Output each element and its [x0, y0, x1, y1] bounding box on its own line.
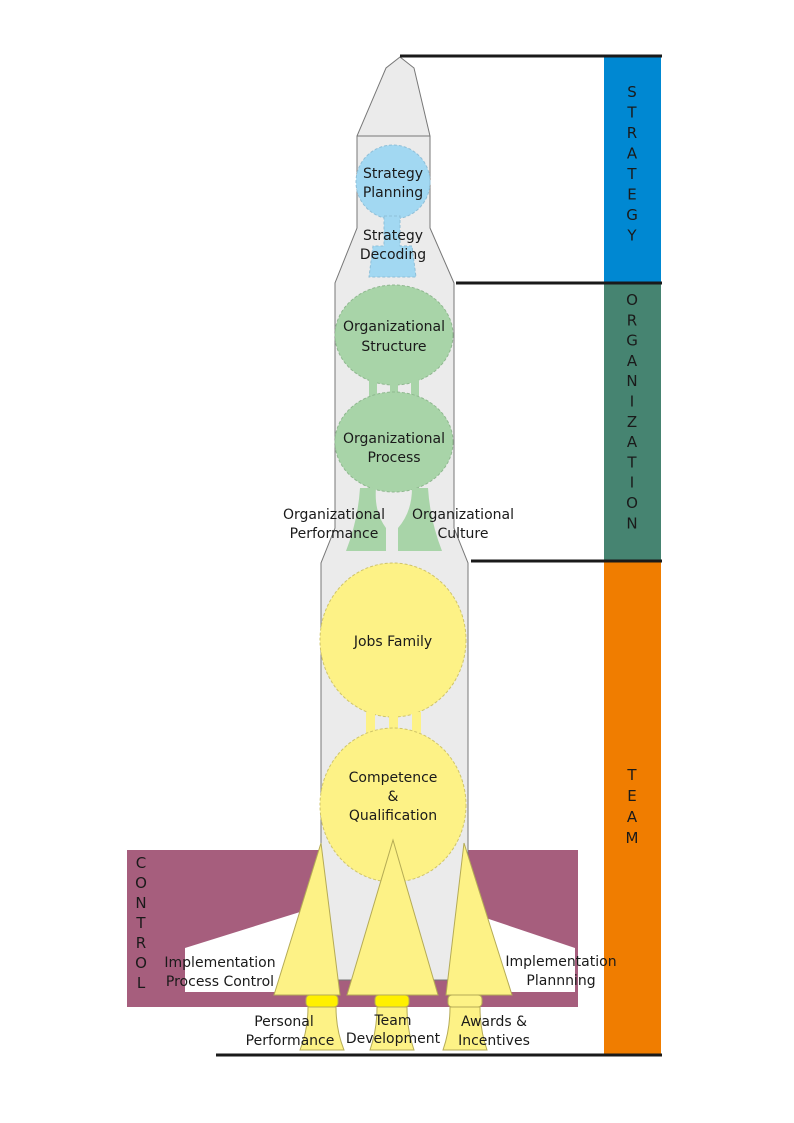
strategy-bar-label-letter: E: [627, 186, 636, 204]
strategy-bar-label-letter: T: [626, 165, 637, 183]
booster-left: [273, 842, 341, 996]
organizational-structure-label-1: Organizational: [343, 319, 445, 335]
organizational-process-label-1: Organizational: [343, 431, 445, 447]
team-development-label-1: Team: [373, 1013, 411, 1029]
jobs-family-label: Jobs Family: [353, 634, 432, 650]
competence-label-2: &: [388, 789, 399, 805]
strategy-bar-label-letter: T: [626, 104, 637, 122]
organizational-structure-label-2: Structure: [361, 339, 426, 355]
organization-bar: [604, 283, 661, 561]
organization-bar-label-letter: N: [626, 514, 637, 532]
strategy-decoding-label-2: Decoding: [360, 247, 426, 263]
strategy-planning-node: [355, 144, 431, 220]
personal-performance-label-2: Performance: [246, 1033, 335, 1049]
nozzle-neck-right: [447, 994, 483, 1008]
competence-label-1: Competence: [349, 770, 438, 786]
organizational-culture-node: [398, 488, 442, 551]
organizational-performance-node: [346, 488, 386, 551]
control-band-label-letter: C: [136, 854, 146, 872]
structure-connector-right: [411, 380, 419, 400]
organization-bar-label-letter: O: [626, 291, 638, 309]
team-bar-label-letter: T: [626, 766, 637, 784]
team-bar-label-letter: A: [627, 808, 638, 826]
team-bar: [604, 561, 661, 1056]
organization-bar-label-letter: I: [630, 474, 634, 492]
organizational-performance-label-2: Performance: [290, 526, 379, 542]
organization-bar-label-letter: I: [630, 393, 634, 411]
implementation-planning-label-2: Plannning: [526, 973, 595, 989]
organization-bar-label-letter: A: [627, 433, 638, 451]
strategy-bar-label-letter: S: [627, 83, 637, 101]
nozzle-bell-left: [299, 1006, 345, 1051]
strategy-bar-label-letter: G: [626, 206, 638, 224]
implementation-process-control-label-1: Implementation: [164, 955, 275, 971]
strategy-bar-label-letter: R: [627, 124, 637, 142]
awards-incentives-label-2: Incentives: [458, 1033, 530, 1049]
strategy-decoding-label-1: Strategy: [363, 228, 423, 244]
organization-bar-label-letter: G: [626, 332, 638, 350]
structure-connector-left: [369, 380, 377, 400]
awards-incentives-label-1: Awards &: [461, 1014, 527, 1030]
strategy-planning-label-2: Planning: [363, 185, 423, 201]
organization-bar-label-letter: R: [627, 311, 637, 329]
strategy-planning-label-1: Strategy: [363, 166, 423, 182]
organization-bar-label-letter: A: [627, 352, 638, 370]
nozzle-neck-center: [374, 994, 410, 1008]
organization-bar-label-letter: Z: [627, 413, 637, 431]
nozzle-neck-left: [305, 994, 339, 1008]
control-band-label-letter: R: [136, 934, 146, 952]
competence-label-3: Qualification: [349, 808, 437, 824]
nozzle-bell-center: [369, 1006, 415, 1051]
control-band-label-letter: O: [135, 874, 147, 892]
jobs-connector-mid: [389, 712, 398, 734]
strategy-decoding-node: [368, 215, 417, 278]
organization-bar-label-letter: O: [626, 494, 638, 512]
control-band-label-letter: T: [135, 914, 146, 932]
organizational-process-label-2: Process: [367, 450, 420, 466]
control-band-label-letter: N: [135, 894, 146, 912]
organization-bar-label-letter: N: [626, 372, 637, 390]
nozzle-bell-right: [442, 1006, 488, 1051]
organizational-performance-label-1: Organizational: [283, 507, 385, 523]
control-left-notch: [185, 912, 300, 992]
jobs-connector-left: [366, 712, 375, 734]
personal-performance-label-1: Personal: [254, 1014, 314, 1030]
implementation-planning-label-1: Implementation: [505, 954, 616, 970]
team-bar-label-letter: E: [627, 787, 636, 805]
organization-bar-label-letter: T: [626, 453, 637, 471]
team-bar-label-letter: M: [626, 829, 639, 847]
organizational-culture-label-1: Organizational: [412, 507, 514, 523]
strategy-bar: [604, 57, 661, 283]
jobs-connector-right: [412, 712, 421, 734]
strategy-bar-label-letter: Y: [626, 227, 637, 245]
implementation-process-control-label-2: Process Control: [166, 974, 274, 990]
organizational-structure-node: [334, 284, 454, 386]
organizational-culture-label-2: Culture: [438, 526, 489, 542]
organizational-process-node: [334, 391, 454, 493]
strategy-bar-label-letter: A: [627, 145, 638, 163]
structure-connector-mid: [390, 380, 398, 400]
control-band-label-letter: L: [137, 974, 146, 992]
control-band-label-letter: O: [135, 954, 147, 972]
team-development-label-2: Development: [346, 1031, 441, 1047]
